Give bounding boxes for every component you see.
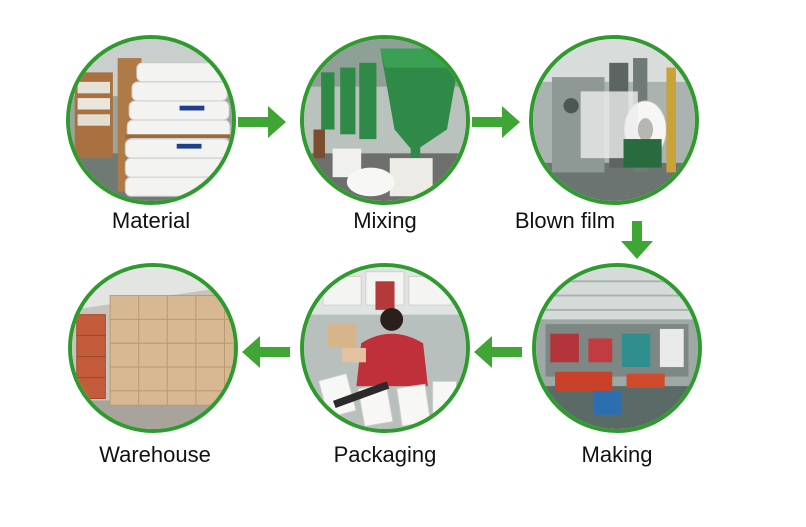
- arrow-down-icon: [619, 221, 655, 261]
- material-photo: [66, 35, 236, 205]
- blown-film-photo: [529, 35, 699, 205]
- making-photo: [532, 263, 702, 433]
- step-label: Packaging: [333, 442, 437, 467]
- arrow-left-icon: [472, 334, 522, 370]
- arrow-right-icon: [238, 104, 288, 140]
- step-label: Making: [581, 442, 653, 467]
- warehouse-photo: [68, 263, 238, 433]
- arrow-left-icon: [240, 334, 290, 370]
- step-label: Material: [111, 208, 191, 233]
- packaging-photo: [300, 263, 470, 433]
- mixing-photo: [300, 35, 470, 205]
- arrow-right-icon: [472, 104, 522, 140]
- step-label: Warehouse: [99, 442, 211, 467]
- step-label: Mixing: [353, 208, 417, 233]
- step-label: Blown film: [514, 208, 616, 233]
